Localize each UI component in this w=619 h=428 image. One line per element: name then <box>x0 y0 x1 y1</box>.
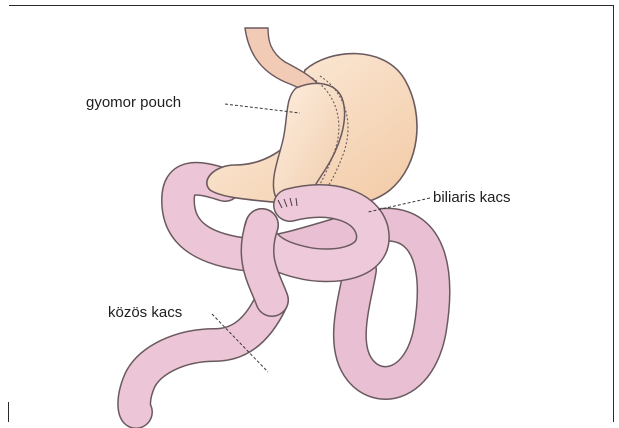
descending-segment-fill <box>257 225 272 300</box>
label-common-limb: közös kacs <box>108 305 182 320</box>
label-biliary-limb: biliaris kacs <box>433 190 511 205</box>
label-gastric-pouch: gyomor pouch <box>86 95 181 110</box>
